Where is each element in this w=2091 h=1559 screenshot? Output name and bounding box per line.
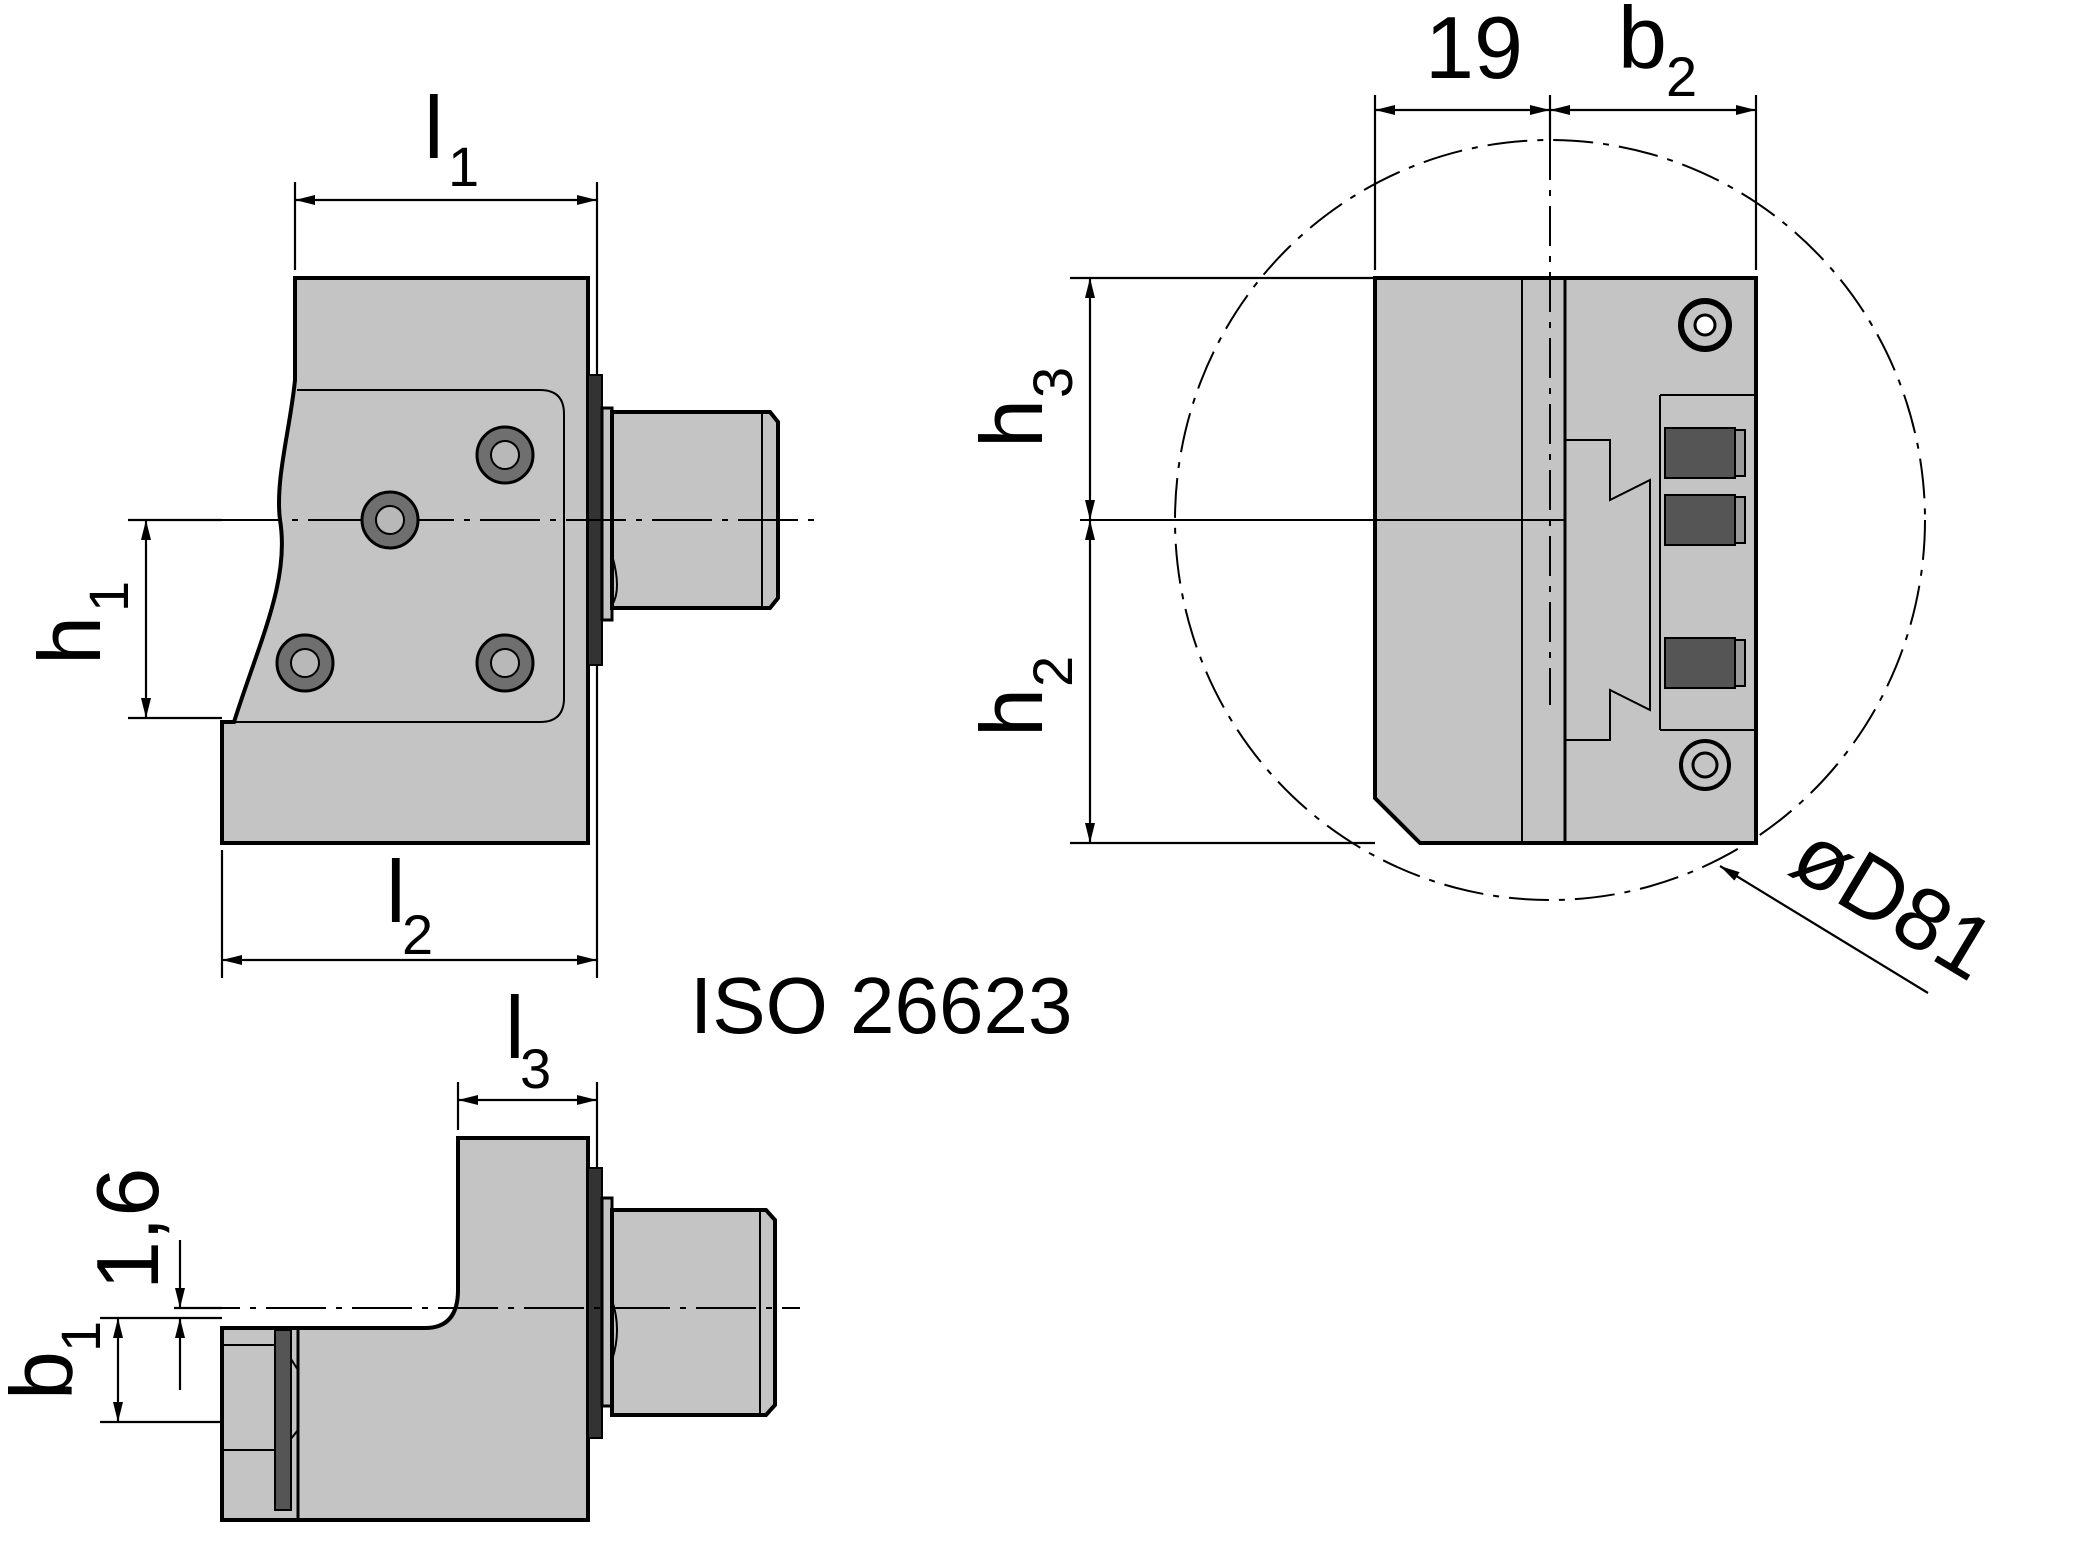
screw-icon <box>1679 739 1731 791</box>
diameter-leader <box>1719 865 1929 994</box>
clamp-screw-icon <box>1664 494 1746 546</box>
h2-subscript: 2 <box>1021 656 1084 687</box>
h2-label: h <box>962 688 1061 737</box>
end-view: 19 b 2 h 3 h 2 øD81 <box>962 0 2012 999</box>
b2-label: b <box>1618 0 1667 87</box>
offset-1-6-label: 1,6 <box>78 1168 177 1290</box>
clamp-screw-icon <box>1664 637 1746 689</box>
l3-label: l <box>505 978 525 1077</box>
l1-label: l <box>424 78 444 177</box>
l3-subscript: 3 <box>520 1037 551 1100</box>
screw-icon <box>360 490 420 550</box>
screw-icon <box>475 633 535 693</box>
swing-diameter-circle <box>1174 139 1926 901</box>
clamp-screw-icon <box>1664 427 1746 479</box>
h1-subscript: 1 <box>77 581 140 612</box>
screw-icon <box>275 633 335 693</box>
h3-label: h <box>962 399 1061 448</box>
b2-subscript: 2 <box>1666 45 1697 108</box>
l2-subscript: 2 <box>402 903 433 966</box>
b1-label: b <box>0 1351 91 1400</box>
side-view: l 3 b 1 1,6 <box>0 978 800 1522</box>
front-view-pocket <box>234 389 565 723</box>
side-view-flange <box>587 1167 603 1439</box>
h3-subscript: 3 <box>1021 367 1084 398</box>
l1-subscript: 1 <box>448 135 479 198</box>
side-view-insert <box>274 1329 292 1511</box>
front-view: l 1 l 2 h 1 <box>20 78 820 978</box>
side-view-shank <box>610 1208 777 1417</box>
b1-subscript: 1 <box>49 1321 112 1352</box>
front-view-body <box>220 276 590 845</box>
h1-label: h <box>20 616 119 665</box>
front-view-shank <box>610 410 780 610</box>
width-19-label: 19 <box>1425 0 1523 97</box>
diameter-label: øD81 <box>1776 803 2011 999</box>
side-view-body <box>220 1136 590 1522</box>
screw-icon <box>475 425 535 485</box>
screw-icon <box>1678 298 1732 352</box>
front-view-shank-curve <box>611 554 618 606</box>
l2-label: l <box>386 842 406 941</box>
standard-label: ISO 26623 <box>690 961 1073 1050</box>
